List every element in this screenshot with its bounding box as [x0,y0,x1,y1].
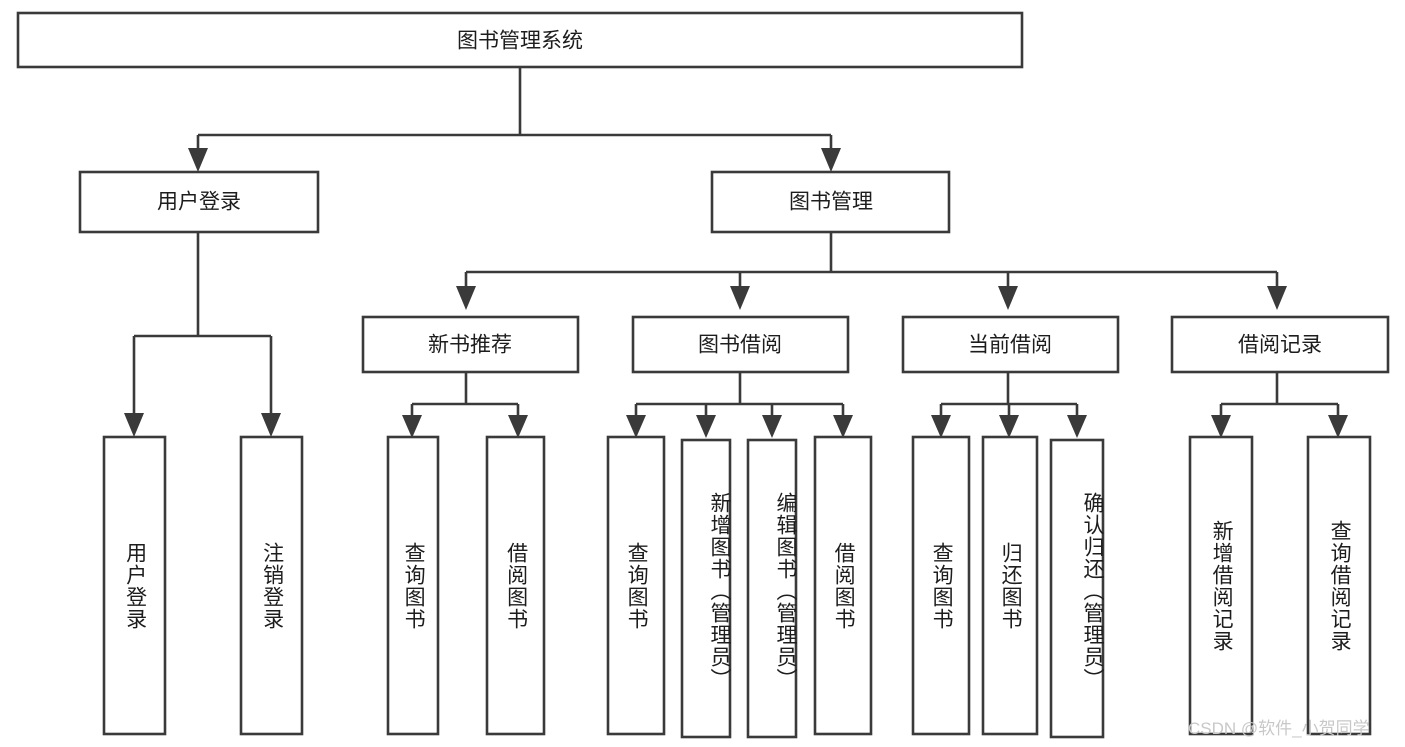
label-root: 图书管理系统 [457,30,583,53]
connector-group [132,67,1340,417]
node-user-login[interactable] [78,170,320,234]
node-root[interactable] [16,11,1024,69]
arrowhead-book-borrow [730,286,750,310]
node-new-book-recommend[interactable] [361,315,580,374]
arrowhead-leaf-return-book [999,415,1019,438]
arrowhead-leaf-query-record [1328,415,1348,438]
arrowhead-leaf-borrow-book-1 [508,415,528,438]
node-leaf-query-book-3[interactable] [911,435,971,736]
arrowhead-user-login [188,148,208,172]
node-leaf-user-login[interactable] [102,435,167,736]
arrowhead-group [124,148,1348,438]
node-current-borrow[interactable] [901,315,1120,374]
arrowhead-leaf-edit-book [762,415,782,438]
node-box-group [16,11,1390,739]
arrowhead-borrow-record [1267,286,1287,310]
node-borrow-record[interactable] [1170,315,1390,374]
arrowhead-leaf-query-book-2 [626,415,646,438]
node-leaf-add-record[interactable] [1188,435,1254,736]
node-leaf-confirm-return[interactable] [1049,438,1105,739]
arrowhead-current-borrow [998,286,1018,310]
arrowhead-book-management [821,148,841,172]
node-leaf-query-record[interactable] [1306,435,1372,736]
horizontal-label-group: 图书管理系统 用户登录 图书管理 新书推荐 图书借阅 当前借阅 借阅记录 [157,30,1322,357]
arrowhead-leaf-confirm-return [1067,415,1087,438]
arrowhead-leaf-add-record [1211,415,1231,438]
label-new-book-recommend: 新书推荐 [428,334,512,357]
node-book-management[interactable] [710,170,951,234]
node-leaf-add-book[interactable] [680,438,732,739]
node-leaf-borrow-book-1[interactable] [485,435,546,736]
arrowhead-leaf-add-book [696,415,716,438]
node-leaf-logout-login[interactable] [239,435,304,736]
label-current-borrow: 当前借阅 [968,334,1052,357]
arrowhead-leaf-borrow-book-2 [833,415,853,438]
node-leaf-query-book-2[interactable] [606,435,666,736]
label-user-login: 用户登录 [157,191,241,214]
node-leaf-edit-book[interactable] [746,438,798,739]
arrowhead-leaf-logout-login [261,413,281,437]
node-leaf-query-book-1[interactable] [386,435,440,736]
node-book-borrow[interactable] [631,315,850,374]
arrowhead-leaf-query-book-1 [402,415,422,438]
label-book-borrow: 图书借阅 [698,334,782,357]
arrowhead-leaf-query-book-3 [931,415,951,438]
node-leaf-return-book[interactable] [981,435,1039,736]
arrowhead-new-book-recommend [456,286,476,310]
watermark-text: CSDN @软件_小贺同学 [1188,719,1370,738]
label-book-management: 图书管理 [789,191,873,214]
arrowhead-leaf-user-login [124,413,144,437]
node-leaf-borrow-book-2[interactable] [813,435,873,736]
label-borrow-record: 借阅记录 [1238,334,1322,357]
